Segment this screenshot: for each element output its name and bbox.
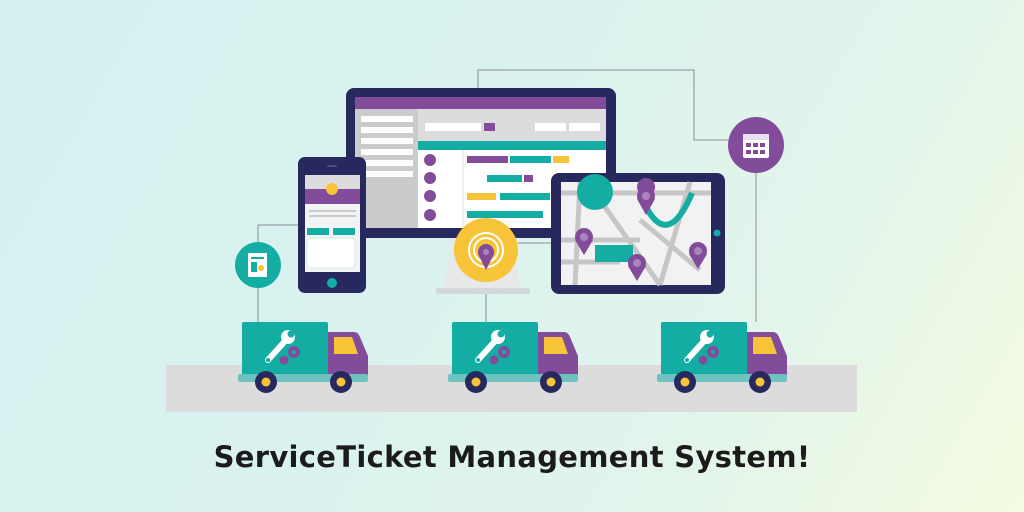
smartphone-icon [298,157,366,293]
tablet-map-icon [551,173,725,294]
calendar-icon [728,117,784,173]
connector-lines [257,69,757,322]
desktop-monitor-icon [346,88,616,294]
location-broadcast-icon [454,218,518,282]
page-title: ServiceTicket Management System! [213,440,811,474]
document-icon [235,242,281,288]
